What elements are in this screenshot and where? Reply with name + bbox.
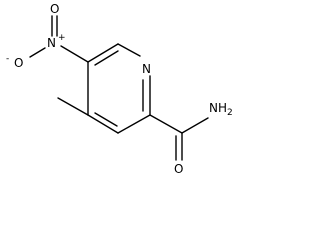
bond-c2-carbonyl-c xyxy=(149,114,183,134)
amide-n-subscript: 2 xyxy=(227,108,233,118)
bond-c5-c6 xyxy=(87,43,119,63)
atom-charge-nitro-o-left: - xyxy=(6,54,9,64)
bond-c4-methyl xyxy=(57,97,89,116)
atom-label-nitro-n: N xyxy=(47,36,56,50)
pyridine-ring xyxy=(87,43,151,134)
atom-charge-nitro-n: + xyxy=(58,33,66,43)
bond-c3-c4-inner xyxy=(94,112,118,127)
atom-label-nitro-o-left: O xyxy=(14,56,23,70)
bond-c5-c6-inner xyxy=(94,50,119,66)
atom-label-amide-o: O xyxy=(174,162,183,176)
chemical-structure-diagram: O N + O - N NH2 O xyxy=(6,2,233,176)
bond-nitro-n-o-left xyxy=(29,47,46,58)
amide-n-symbol: NH xyxy=(209,101,227,115)
atom-label-amide-n: NH2 xyxy=(209,101,233,118)
bond-c3-c4 xyxy=(87,114,119,134)
bond-c6-n1 xyxy=(117,43,141,57)
atom-label-ring-n: N xyxy=(142,62,151,76)
bond-c5-nitro-n xyxy=(60,45,89,63)
carboxamide-group xyxy=(149,114,209,161)
bond-c2-c3 xyxy=(117,114,151,134)
nitro-group xyxy=(29,15,89,63)
bond-carbonyl-c-n xyxy=(181,117,209,134)
atom-label-nitro-o-top: O xyxy=(50,2,59,16)
